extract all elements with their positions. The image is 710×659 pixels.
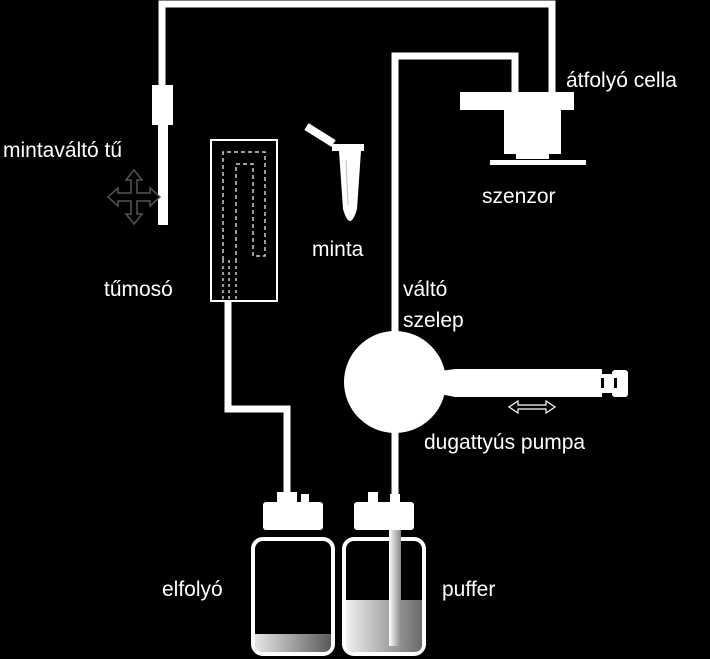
sample-label: minta	[312, 238, 364, 261]
buffer-intake-tube	[389, 530, 401, 646]
flow-cell	[460, 92, 586, 165]
buffer-liquid	[346, 600, 422, 652]
needle	[158, 125, 168, 225]
waste-bottle	[251, 492, 335, 656]
sensor-label: szenzor	[482, 185, 556, 208]
four-way-arrow-icon	[106, 168, 162, 226]
waste-tube	[224, 301, 291, 498]
needle-assembly	[152, 85, 173, 225]
needle-connector	[152, 85, 173, 125]
needle-to-cell-tube	[158, 0, 556, 95]
valve-label-line1: váltó	[403, 278, 447, 301]
flow-cell-label: átfolyó cella	[566, 69, 677, 92]
needle-label: mintaváltó tű	[3, 139, 122, 162]
double-arrow-icon	[507, 399, 557, 415]
sample-tube	[304, 123, 364, 221]
piston-pump	[440, 369, 628, 397]
valve-label-line2: szelep	[403, 309, 464, 332]
buffer-label: puffer	[442, 578, 495, 601]
switching-valve	[344, 331, 446, 433]
needle-washer	[210, 139, 278, 302]
waste-liquid	[255, 634, 331, 652]
buffer-to-cell-tube	[391, 52, 519, 498]
waste-label: elfolyó	[162, 578, 223, 601]
buffer-bottle	[342, 492, 426, 656]
pump-label: dugattyús pumpa	[424, 431, 585, 454]
washer-label: tűmosó	[104, 278, 173, 301]
